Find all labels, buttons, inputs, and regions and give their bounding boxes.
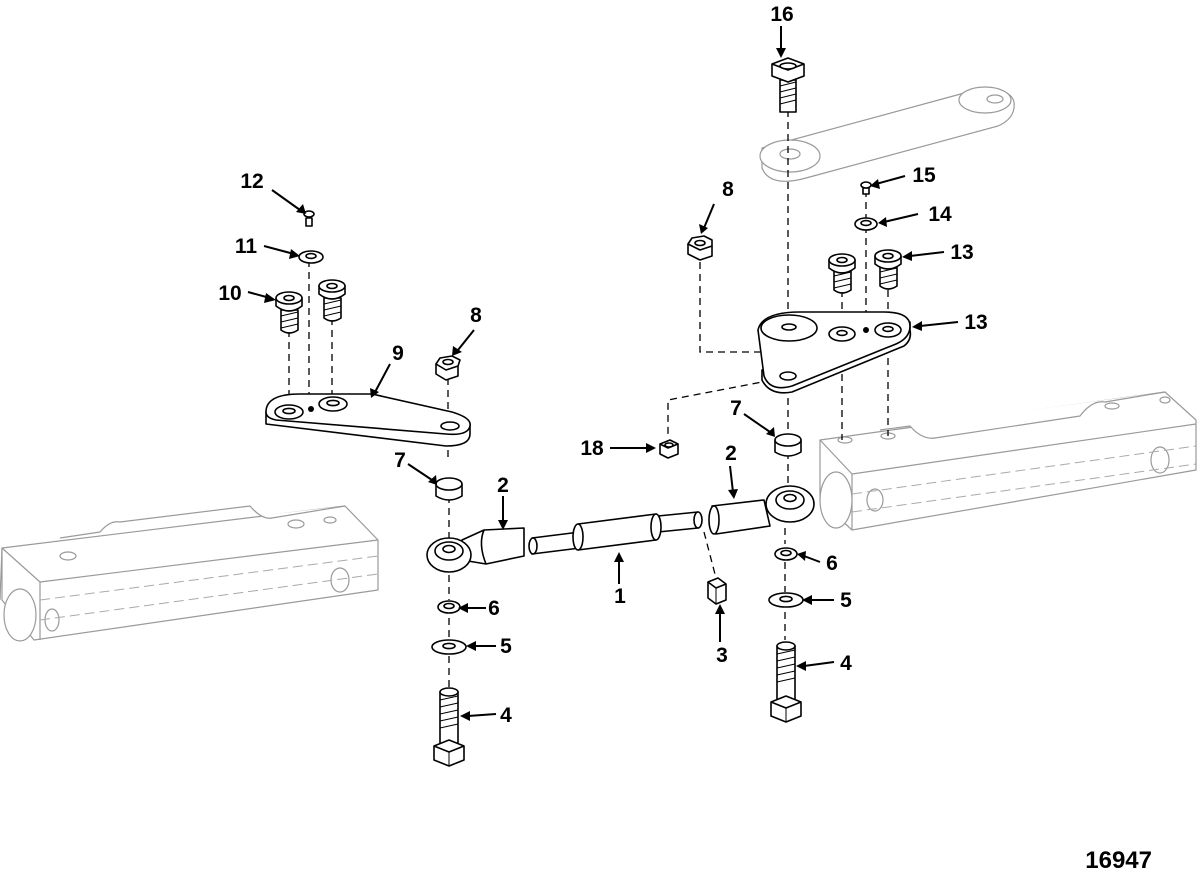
callout-9: 9	[392, 342, 404, 365]
part-7-right-bushing	[774, 433, 802, 457]
callout-18: 18	[580, 437, 604, 460]
part-15-washer	[854, 217, 878, 231]
part-1-tie-bar-rod	[528, 511, 703, 555]
callout-8-left: 8	[470, 304, 482, 327]
part-18-nut	[659, 439, 679, 459]
part-6-left-washer	[437, 600, 461, 614]
part-11-washer	[298, 250, 324, 264]
callout-4-right: 4	[840, 652, 852, 675]
callout-2-right: 2	[725, 442, 737, 465]
part-16-small-screw	[860, 181, 872, 195]
callout-7-right: 7	[730, 397, 742, 420]
callout-16: 15	[912, 164, 936, 187]
part-8-right-locknut	[687, 235, 713, 261]
right-mounting-tube	[819, 391, 1197, 531]
callout-7-left: 7	[394, 449, 406, 472]
callout-12: 12	[240, 170, 263, 193]
leader-lines	[247, 26, 959, 721]
part-17-bolt	[771, 57, 805, 113]
part-2-right-rod-end	[708, 485, 815, 535]
callout-6-right: 6	[826, 552, 838, 575]
part-12-small-screw	[303, 210, 315, 227]
callout-17: 16	[770, 3, 793, 26]
part-9-left-tie-bar-plate	[265, 393, 471, 447]
figure-number: 16947	[1085, 847, 1152, 869]
part-14-flange-bolts	[828, 249, 902, 294]
part-5-left-flat-washer	[431, 639, 467, 655]
left-mounting-tube	[0, 505, 379, 642]
part-5-right-flat-washer	[768, 592, 804, 608]
callout-10: 10	[218, 282, 241, 305]
callout-15: 14	[928, 203, 952, 226]
part-7-left-bushing	[435, 477, 463, 501]
part-2-left-rod-end	[426, 527, 525, 573]
callout-11: 11	[235, 235, 258, 258]
part-3-jam-nut	[707, 577, 727, 605]
callout-3: 3	[716, 644, 728, 667]
callout-5-left: 5	[500, 635, 512, 658]
part-6-right-washer	[774, 547, 798, 561]
callout-labels: 16 12 11 10 9 8 7 2 1 3 6 5 4 8 15 14 13…	[218, 3, 987, 727]
callout-2-left: 2	[497, 474, 509, 497]
part-4-left-bolt	[433, 687, 465, 767]
part-8-left-locknut	[435, 355, 461, 381]
callout-1: 1	[614, 585, 626, 608]
callout-5-right: 5	[840, 589, 852, 612]
callout-6-left: 6	[488, 597, 500, 620]
part-13-right-tie-bar-plate	[757, 311, 912, 394]
steering-arm	[759, 86, 1015, 182]
callout-4-left: 4	[500, 704, 512, 727]
callout-14: 13	[950, 241, 973, 264]
callout-8-right: 8	[722, 178, 734, 201]
part-10-flange-bolts	[275, 279, 346, 334]
part-4-right-bolt	[770, 641, 802, 723]
callout-13: 13	[964, 311, 987, 334]
